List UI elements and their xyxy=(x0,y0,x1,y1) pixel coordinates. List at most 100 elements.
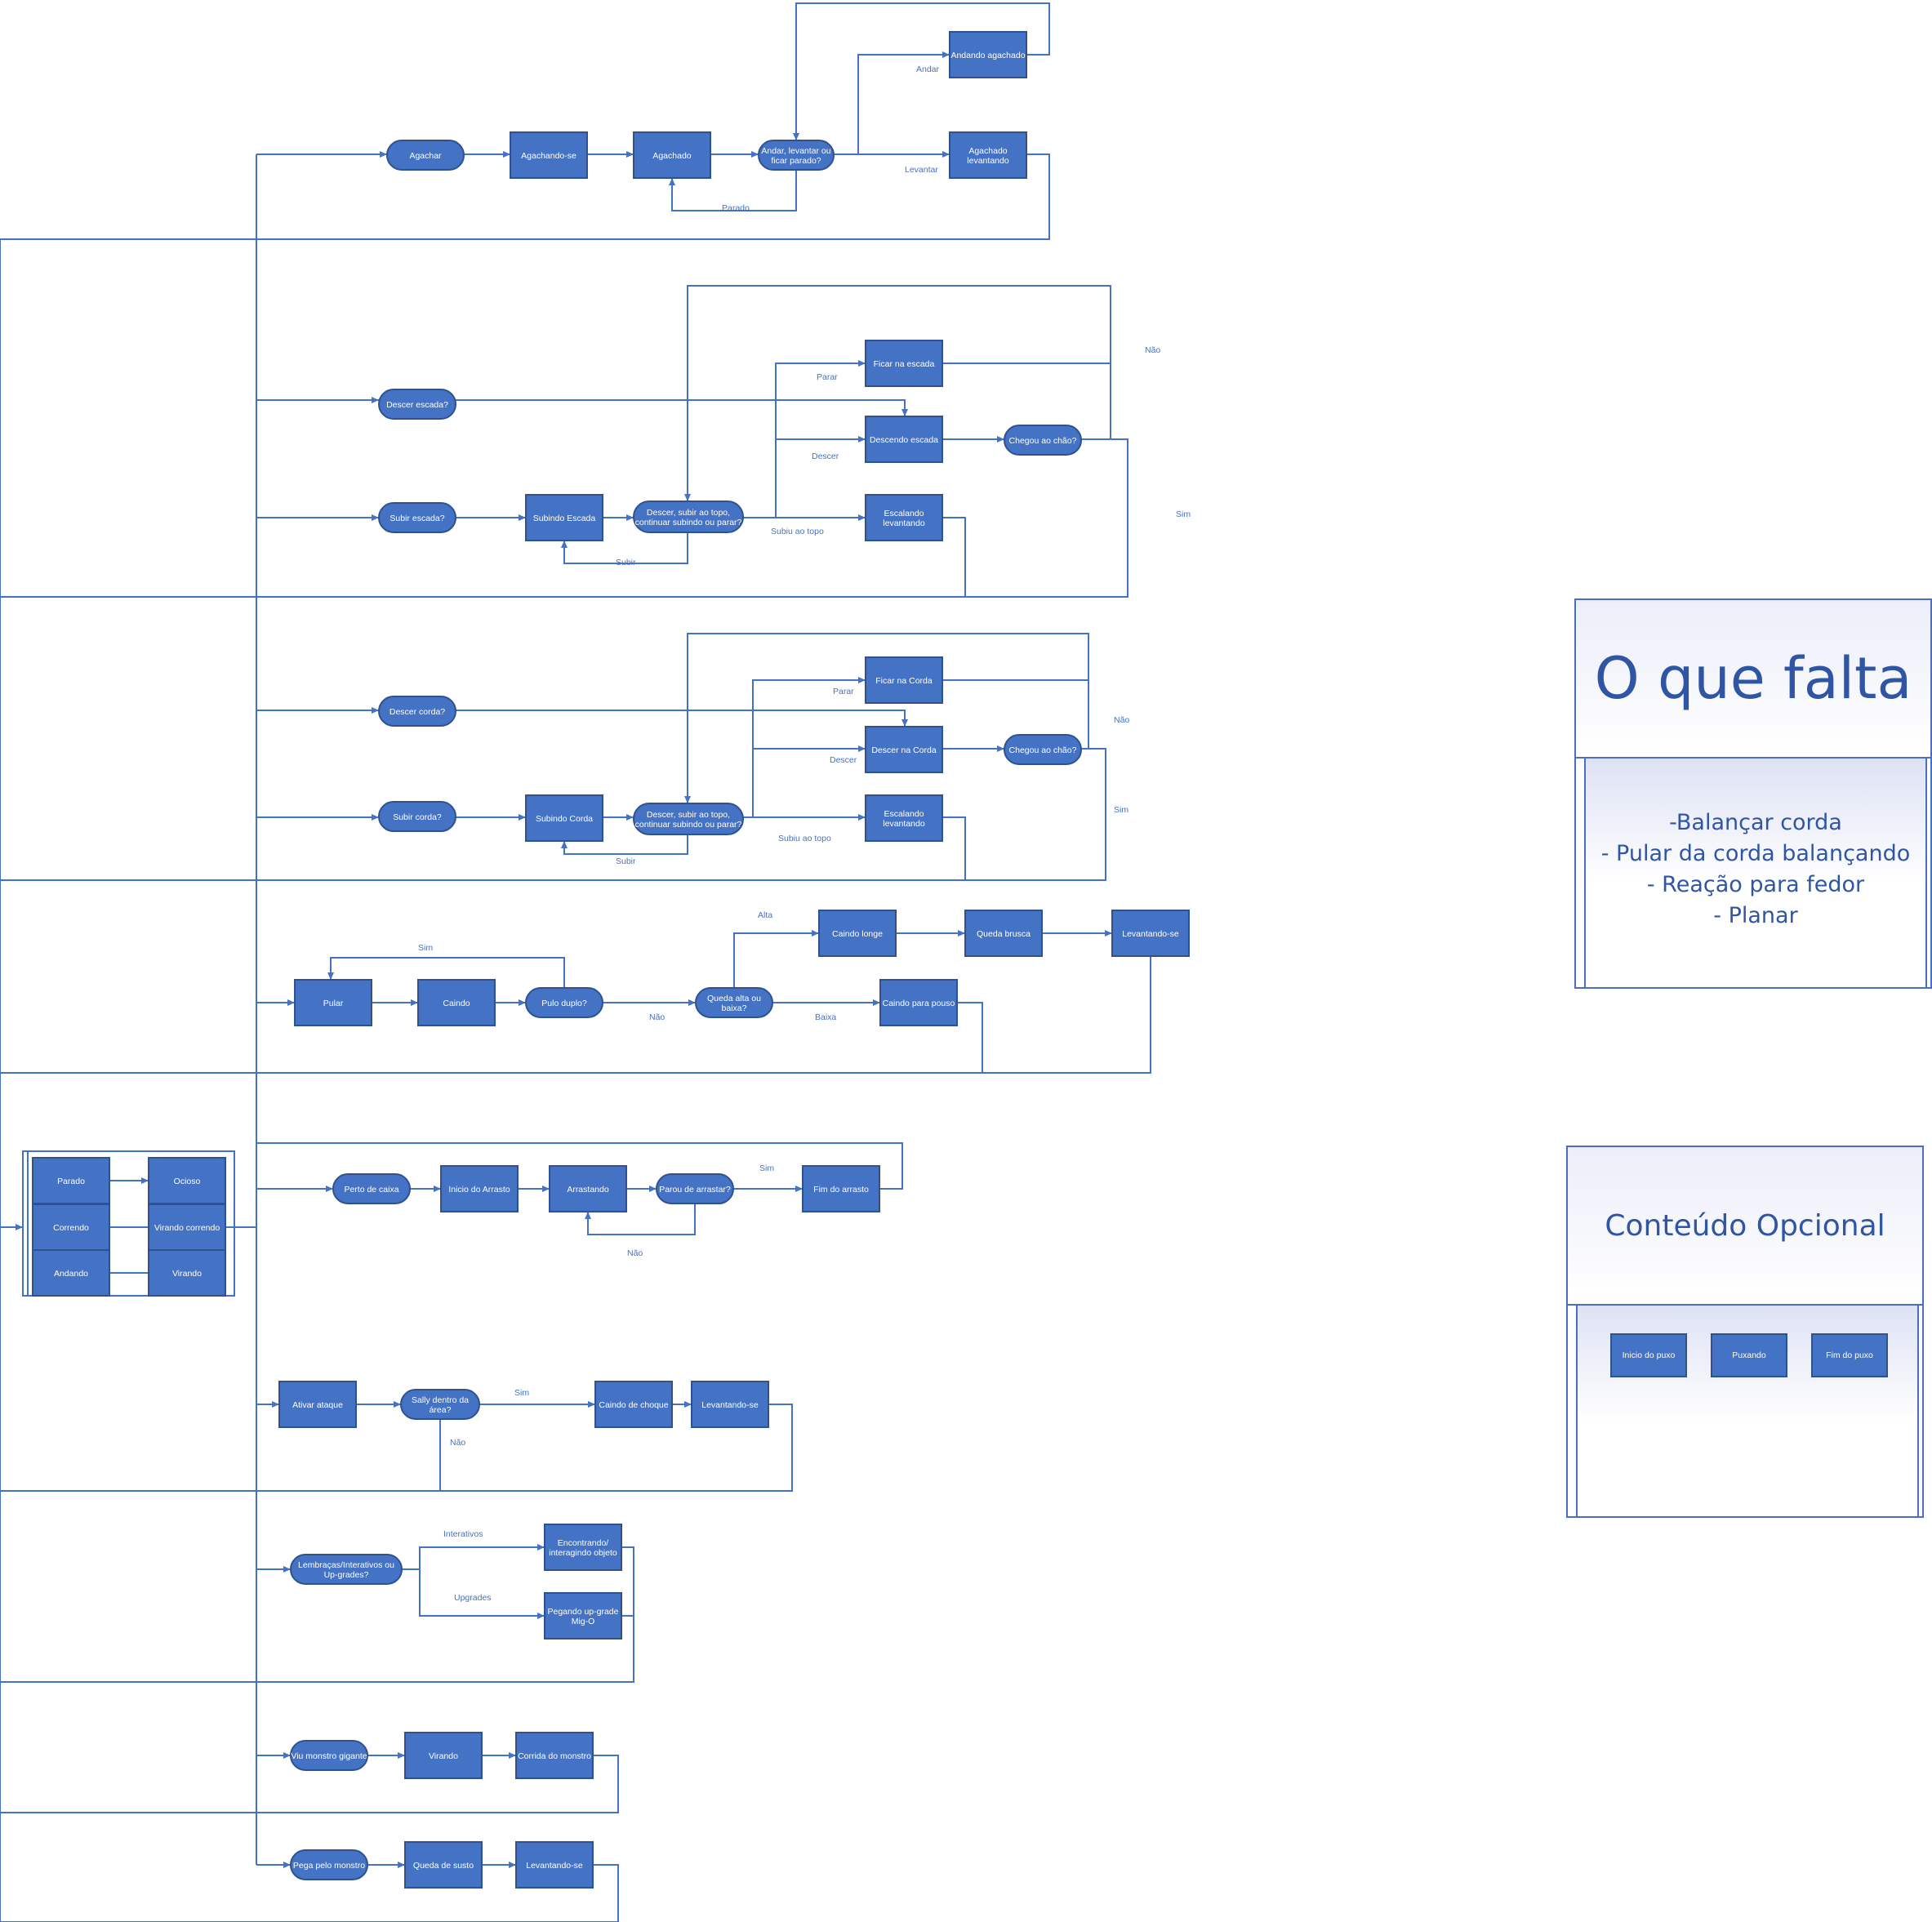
node-label: Descendo escada xyxy=(870,435,938,445)
node-label: Perto de caixa xyxy=(344,1185,398,1195)
flow-node-caindo-choque[interactable]: Caindo de choque xyxy=(594,1381,673,1428)
node-shape xyxy=(290,1849,368,1880)
node-label: Ficar na escada xyxy=(874,359,935,369)
node-shape xyxy=(294,979,372,1026)
flow-node-subindo-escada[interactable]: Subindo Escada xyxy=(525,494,603,541)
connector-line xyxy=(684,633,1089,803)
flow-node-ativar-ataque[interactable]: Ativar ataque xyxy=(278,1381,357,1428)
flow-node-encontrando[interactable]: Encontrando/interagindo objeto xyxy=(544,1524,622,1571)
node-label: Descer, subir ao topo,continuar subindo … xyxy=(635,810,742,830)
flow-node-pular[interactable]: Pular xyxy=(294,979,372,1026)
fim-puxo-node[interactable]: Fim do puxo xyxy=(1811,1333,1888,1377)
flow-node-descer-corda[interactable]: Descer corda? xyxy=(378,696,456,727)
flow-node-caindo-pouso[interactable]: Caindo para pouso xyxy=(879,979,958,1026)
flow-node-virando-1[interactable]: Virando xyxy=(148,1249,226,1297)
flow-node-caindo-longe[interactable]: Caindo longe xyxy=(818,910,897,957)
node-shape xyxy=(378,801,456,832)
node-label: Virando xyxy=(429,1751,458,1761)
flow-node-descer-na-corda[interactable]: Descer na Corda xyxy=(865,726,943,773)
node-label: Virando xyxy=(172,1269,202,1279)
flow-node-ficar-corda[interactable]: Ficar na Corda xyxy=(865,656,943,704)
node-shape xyxy=(549,1165,627,1212)
connector-line xyxy=(0,1546,634,1683)
edge-label-parar-1: Parar xyxy=(817,372,838,382)
flow-node-virando-2[interactable]: Virando xyxy=(404,1732,483,1779)
node-shape xyxy=(633,803,744,835)
flow-node-arrastando[interactable]: Arrastando xyxy=(549,1165,627,1212)
flow-node-andando[interactable]: Andando xyxy=(32,1249,110,1297)
node-label: Fim do arrasto xyxy=(813,1185,869,1195)
flow-node-fim-arrasto[interactable]: Fim do arrasto xyxy=(802,1165,880,1212)
missing-features-list: -Balançar corda - Pular da corda balança… xyxy=(1586,808,1925,932)
flow-node-chegou-chao-2[interactable]: Chegou ao chão? xyxy=(1004,734,1082,765)
edge-label-sim-pulo: Sim xyxy=(418,943,433,953)
node-shape xyxy=(510,131,588,179)
missing-feature-item: - Reação para fedor xyxy=(1646,872,1865,897)
flow-node-andando-agachado[interactable]: Andando agachado xyxy=(949,31,1027,78)
flow-node-agachado[interactable]: Agachado xyxy=(633,131,711,179)
node-label: Queda brusca xyxy=(977,929,1031,939)
node-shape xyxy=(386,140,465,171)
flow-node-ocioso[interactable]: Ocioso xyxy=(148,1157,226,1204)
node-shape xyxy=(525,987,603,1018)
node-label: Andando agachado xyxy=(950,51,1025,60)
flow-node-parado[interactable]: Parado xyxy=(32,1157,110,1204)
flow-node-descendo-escada[interactable]: Descendo escada xyxy=(865,416,943,463)
flow-node-chegou-chao-1[interactable]: Chegou ao chão? xyxy=(1004,425,1082,456)
node-shape xyxy=(758,140,835,171)
edge-label-parar-2: Parar xyxy=(833,687,854,696)
edge-label-alta: Alta xyxy=(758,910,772,920)
edge-label-sim-sally: Sim xyxy=(514,1388,529,1398)
flow-node-subir-corda[interactable]: Subir corda? xyxy=(378,801,456,832)
node-shape xyxy=(865,726,943,773)
node-label: Inicio do Arrasto xyxy=(448,1185,510,1195)
node-label: Encontrando/interagindo objeto xyxy=(549,1538,617,1558)
flow-node-agachar[interactable]: Agachar xyxy=(386,140,465,171)
flow-node-levantando-1[interactable]: Levantando-se xyxy=(1111,910,1190,957)
flow-node-inicio-arrasto[interactable]: Inicio do Arrasto xyxy=(440,1165,519,1212)
flow-node-virando-correndo[interactable]: Virando correndo xyxy=(148,1203,226,1251)
flow-node-dec-corda[interactable]: Descer, subir ao topo,continuar subindo … xyxy=(633,803,744,835)
flow-node-dec-escada[interactable]: Descer, subir ao topo,continuar subindo … xyxy=(633,501,744,533)
flow-node-perto-caixa[interactable]: Perto de caixa xyxy=(332,1173,411,1204)
flow-node-subindo-corda[interactable]: Subindo Corda xyxy=(525,794,603,842)
puxando-node[interactable]: Puxando xyxy=(1711,1333,1787,1377)
flow-node-parou-arrastar[interactable]: Parou de arrastar? xyxy=(656,1173,734,1204)
connector-line xyxy=(0,1404,793,1492)
flow-node-queda-susto[interactable]: Queda de susto xyxy=(404,1841,483,1889)
flow-node-viu-monstro[interactable]: Viu monstro gigante xyxy=(290,1740,368,1771)
flow-node-agachando-se[interactable]: Agachando-se xyxy=(510,131,588,179)
node-shape xyxy=(515,1841,594,1889)
optional-content-panel: Conteúdo Opcional Inicio do puxo Puxando… xyxy=(1566,1146,1924,1518)
flow-node-ficar-escada[interactable]: Ficar na escada xyxy=(865,340,943,387)
flow-node-caindo[interactable]: Caindo xyxy=(417,979,496,1026)
missing-feature-item: - Planar xyxy=(1713,903,1798,928)
node-shape xyxy=(32,1249,110,1297)
flow-node-descer-escada[interactable]: Descer escada? xyxy=(378,389,456,420)
flow-node-pulo-duplo[interactable]: Pulo duplo? xyxy=(525,987,603,1018)
flow-node-pega-monstro[interactable]: Pega pelo monstro xyxy=(290,1849,368,1880)
flow-node-levantando-3[interactable]: Levantando-se xyxy=(515,1841,594,1889)
flow-node-correndo[interactable]: Correndo xyxy=(32,1203,110,1251)
node-shape xyxy=(290,1740,368,1771)
flow-node-queda-brusca[interactable]: Queda brusca xyxy=(964,910,1043,957)
flow-node-subir-escada[interactable]: Subir escada? xyxy=(378,502,456,533)
node-label: Levantando-se xyxy=(701,1400,759,1410)
inicio-puxo-node[interactable]: Inicio do puxo xyxy=(1610,1333,1687,1377)
node-label: Caindo longe xyxy=(832,929,883,939)
connector-line xyxy=(0,956,1151,1074)
flow-node-levantando-2[interactable]: Levantando-se xyxy=(691,1381,769,1428)
flow-node-corrida-monstro[interactable]: Corrida do monstro xyxy=(515,1732,594,1779)
node-shape xyxy=(594,1381,673,1428)
connector-line xyxy=(957,1002,983,1073)
